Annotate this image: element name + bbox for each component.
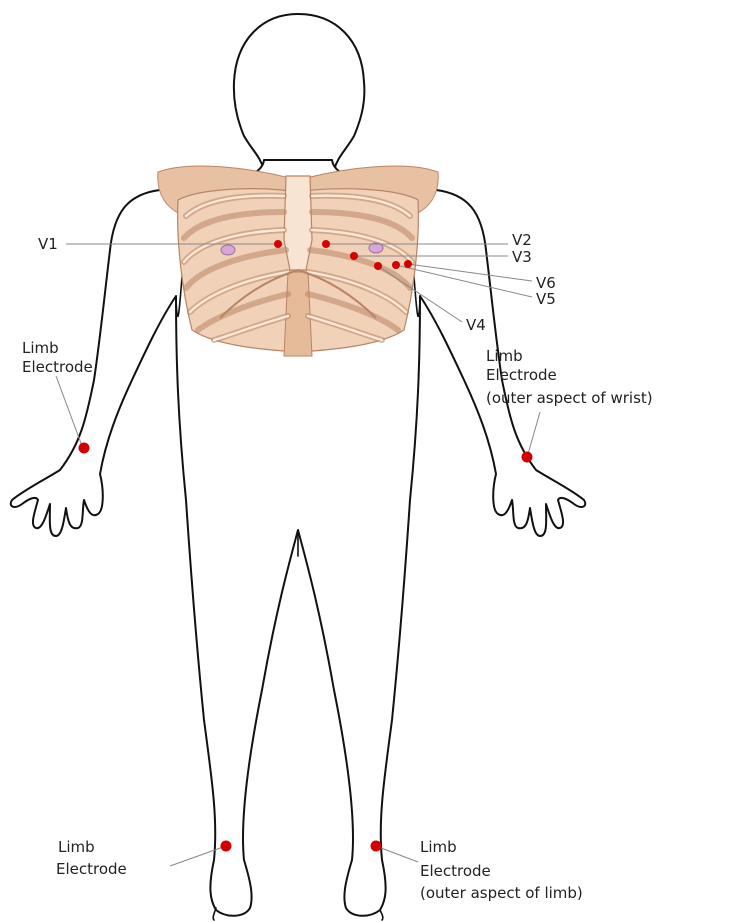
body-outline bbox=[11, 14, 586, 916]
v1-label: V1 bbox=[38, 235, 58, 253]
v3-label: V3 bbox=[512, 248, 532, 266]
v5-label: V5 bbox=[536, 290, 556, 308]
v5-electrode bbox=[392, 261, 400, 269]
right-arm-label-line2: Electrode bbox=[22, 358, 93, 376]
sternum bbox=[284, 176, 312, 270]
v4-label: V4 bbox=[466, 316, 486, 334]
v6-electrode bbox=[404, 260, 412, 268]
right-leg-electrode bbox=[221, 841, 232, 852]
head-outline bbox=[234, 14, 365, 170]
left-leg-electrode bbox=[371, 841, 382, 852]
right-leg-label-line1: Limb bbox=[58, 838, 95, 856]
left-arm-electrode bbox=[522, 452, 533, 463]
v2-electrode bbox=[322, 240, 330, 248]
v2-label: V2 bbox=[512, 231, 532, 249]
left-leg-label-line3: (outer aspect of limb) bbox=[420, 884, 583, 902]
left-arm-label-line2: Electrode bbox=[486, 366, 557, 384]
v3-electrode bbox=[350, 252, 358, 260]
right-arm-label-line1: Limb bbox=[22, 339, 59, 357]
rib-cage bbox=[158, 166, 438, 356]
right-nipple-marker bbox=[221, 245, 235, 255]
left-arm-label-line3: (outer aspect of wrist) bbox=[486, 389, 653, 407]
right-arm-leader bbox=[56, 376, 82, 446]
v4-electrode bbox=[374, 262, 382, 270]
v1-electrode bbox=[274, 240, 282, 248]
left-leg-label-line2: Electrode bbox=[420, 862, 491, 880]
left-arm-label-line1: Limb bbox=[486, 347, 523, 365]
left-arm-leader bbox=[528, 412, 540, 454]
right-arm-electrode bbox=[79, 443, 90, 454]
left-leg-label-line1: Limb bbox=[420, 838, 457, 856]
right-leg-label-line2: Electrode bbox=[56, 860, 127, 878]
